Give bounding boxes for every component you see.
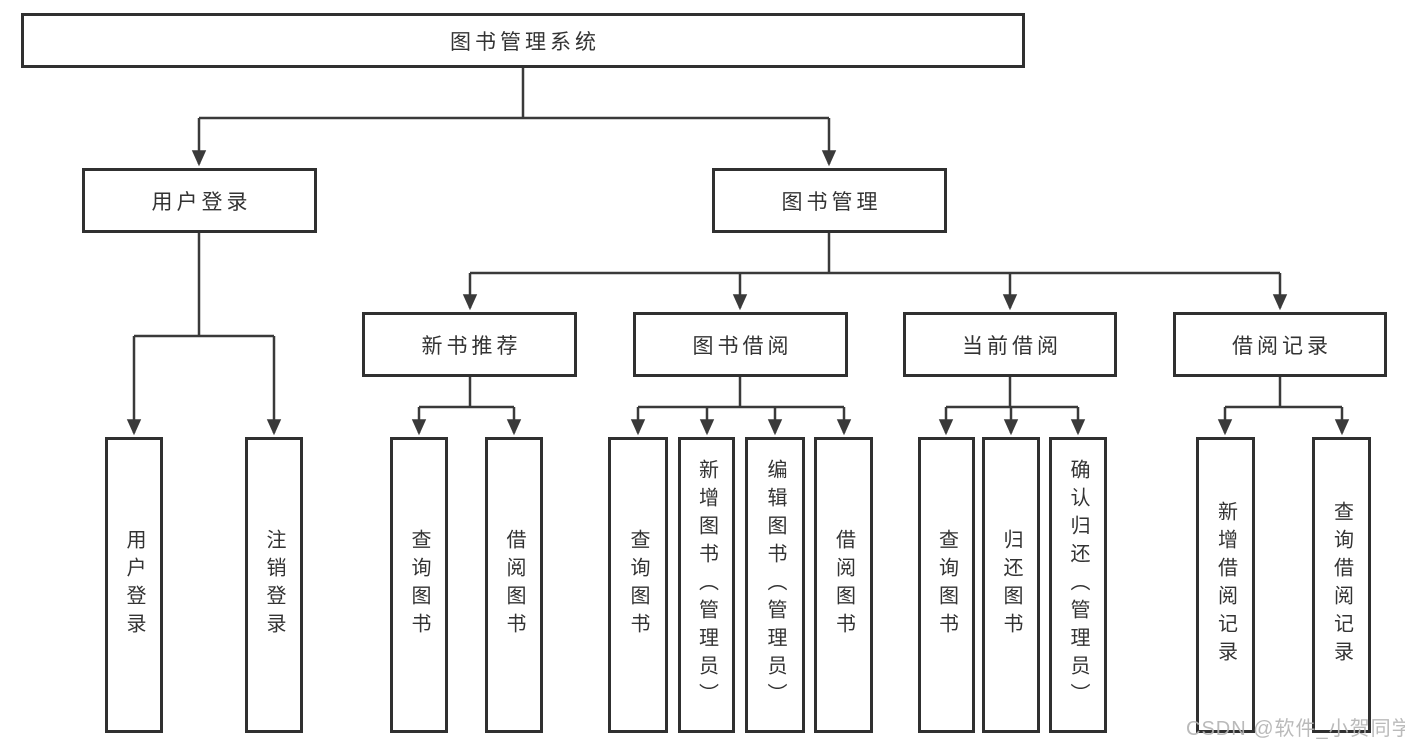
csdn-watermark: CSDN @软件_小贺同学 <box>1186 718 1405 740</box>
leaf-cb-return-book: 归还图书 <box>982 437 1040 733</box>
leaf-br-add-record: 新增借阅记录 <box>1196 437 1255 733</box>
node-label: 当前借阅 <box>962 334 1062 358</box>
leaf-cb-confirm-return-admin: 确认归还（管理员） <box>1049 437 1107 733</box>
leaf-logout: 注销登录 <box>245 437 303 733</box>
node-label: 借阅记录 <box>1232 334 1332 358</box>
node-label: 注销登录 <box>263 529 285 641</box>
node-label: 查询图书 <box>935 529 958 641</box>
node-label: 用户登录 <box>123 529 145 641</box>
node-user-login: 用户登录 <box>82 168 317 233</box>
node-book-borrowing: 图书借阅 <box>633 312 848 377</box>
node-label: 确认归还（管理员） <box>1067 459 1089 711</box>
node-label: 用户登录 <box>151 190 252 214</box>
node-new-book-recommend: 新书推荐 <box>362 312 577 377</box>
leaf-user-login: 用户登录 <box>105 437 163 733</box>
leaf-bb-query-book: 查询图书 <box>608 437 668 733</box>
node-label: 借阅图书 <box>503 529 525 641</box>
node-label: 查询借阅记录 <box>1330 501 1353 669</box>
node-label: 图书借阅 <box>692 334 793 358</box>
node-label: 图书管理系统 <box>450 30 600 54</box>
node-label: 查询图书 <box>627 529 649 641</box>
leaf-bb-add-book-admin: 新增图书（管理员） <box>678 437 735 733</box>
leaf-bb-edit-book-admin: 编辑图书（管理员） <box>745 437 805 733</box>
node-label: 新书推荐 <box>421 334 522 358</box>
node-label: 归还图书 <box>1000 529 1022 641</box>
node-label: 查询图书 <box>408 529 430 641</box>
node-label: 图书管理 <box>781 190 882 214</box>
node-label: 借阅图书 <box>832 529 855 641</box>
leaf-cb-query-book: 查询图书 <box>918 437 975 733</box>
node-label: 新增借阅记录 <box>1214 501 1237 669</box>
node-label: 新增图书（管理员） <box>695 459 718 711</box>
node-library-system: 图书管理系统 <box>21 13 1025 68</box>
leaf-nb-borrow-book: 借阅图书 <box>485 437 543 733</box>
leaf-nb-query-book: 查询图书 <box>390 437 448 733</box>
node-label: 编辑图书（管理员） <box>764 459 786 711</box>
node-borrow-records: 借阅记录 <box>1173 312 1387 377</box>
leaf-bb-borrow-book: 借阅图书 <box>814 437 873 733</box>
node-book-management: 图书管理 <box>712 168 947 233</box>
leaf-br-query-record: 查询借阅记录 <box>1312 437 1371 733</box>
node-current-borrowing: 当前借阅 <box>903 312 1117 377</box>
